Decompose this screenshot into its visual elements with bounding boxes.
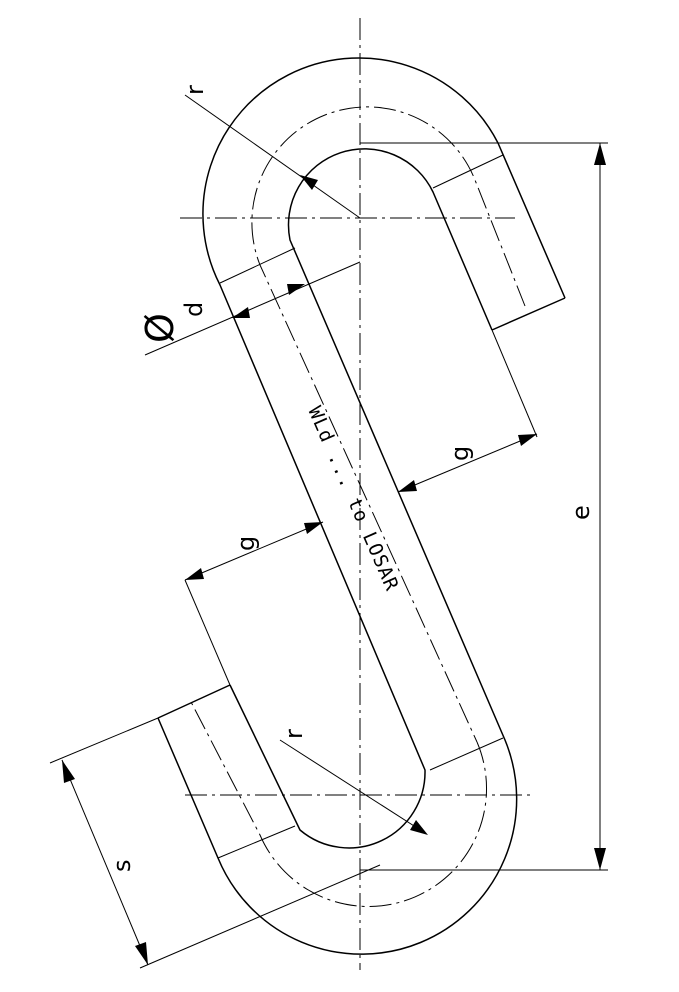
length-dimension: e [360,142,608,871]
shank-arrow-top [62,760,75,783]
center-lines [180,18,535,970]
gap-arrow-upper-left [398,480,417,492]
length-label: e [567,505,595,520]
length-arrow-top [594,143,606,165]
gap-extension-lower [184,579,231,686]
shank-arrow-bottom [135,942,148,965]
radius-leader-top [184,94,361,219]
radius-arrow-top [300,175,318,190]
radius-label-bottom: r [280,729,308,739]
diameter-label: d [180,302,208,317]
shank-dim-line [61,759,149,966]
gap-arrow-lower-left [185,568,204,580]
inner-edge-upper [157,148,518,955]
diameter-arrow-outer [232,307,250,318]
gap-label-lower: g [232,536,260,551]
length-arrow-bottom [594,848,606,870]
outer-edge-upper [202,57,566,849]
marking-note: WLd ... to LOSAR [303,403,403,594]
top-bend-wire-centerline [251,106,526,743]
diameter-arrow-inner [287,284,305,295]
shank-extension-top [49,717,159,764]
bottom-tangent-line-left [217,825,296,859]
radius-dimension-top: r [181,85,361,219]
gap-arrow-upper-right [518,434,537,446]
gap-dimension-lower: g [184,521,324,686]
shank-dimension: s [49,717,381,969]
shank-extension-bottom [139,864,381,969]
radius-label-top: r [181,85,209,95]
shank-label: s [108,859,136,872]
top-tangent-line-right [432,154,504,189]
diameter-symbol: Ø [138,313,182,343]
bottom-tangent-line-right [429,737,504,771]
gap-dim-line-upper [397,433,538,493]
radius-arrow-bottom [410,820,428,835]
s-hook-body [157,57,566,955]
diameter-dimension: Ø d [138,261,361,356]
gap-extension-upper [491,329,538,438]
radius-leader-bottom [279,739,426,834]
top-tip-end [491,297,566,331]
radius-dimension-bottom: r [279,729,428,835]
bottom-bend-wire-centerline [189,699,488,908]
diameter-dim-line [144,261,361,356]
gap-arrow-lower-right [304,522,323,534]
top-tangent-line-left [219,247,296,284]
gap-dim-line-lower [184,521,324,581]
gap-label-upper: g [446,446,474,461]
bottom-tip-end [157,684,231,719]
gap-dimension-upper: g [397,329,538,493]
